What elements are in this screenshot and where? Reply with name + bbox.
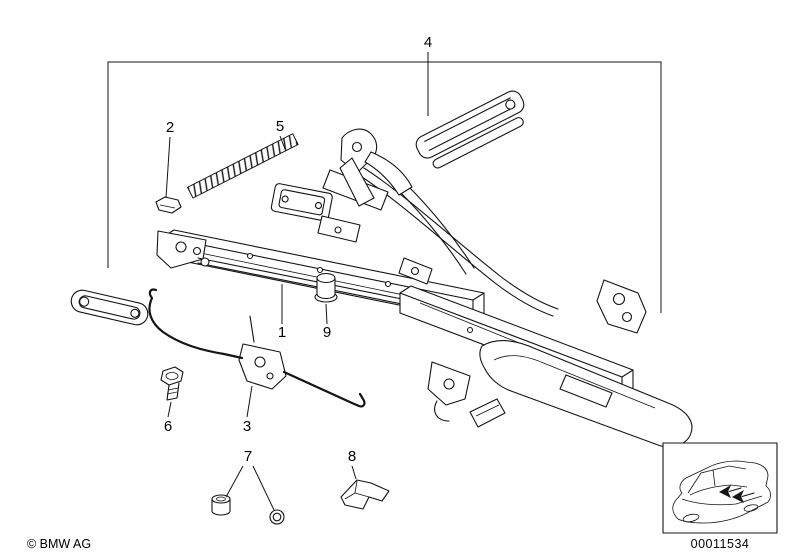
callout-1[interactable]: 1 [278, 324, 286, 341]
callout-leaders [165, 52, 429, 511]
spindle-rod [197, 257, 433, 311]
car-icon [672, 460, 771, 524]
rail-end-bracket [596, 279, 647, 334]
rod-bracket [238, 315, 287, 390]
bushing-part7 [211, 494, 231, 516]
callout-7[interactable]: 7 [244, 448, 252, 465]
callout-8[interactable]: 8 [348, 448, 356, 465]
foot-bracket [427, 361, 471, 422]
drawing-number: 00011534 [690, 537, 750, 551]
clip-part2 [155, 196, 182, 214]
clip-part8 [340, 479, 390, 510]
callout-5[interactable]: 5 [276, 118, 284, 135]
reference-bracket [107, 61, 662, 313]
side-trim-panel [469, 340, 693, 448]
callout-2[interactable]: 2 [166, 119, 174, 136]
bolt-part6 [160, 366, 184, 401]
part4-left-rail-section [70, 289, 149, 326]
callout-9[interactable]: 9 [323, 324, 331, 341]
callout-4[interactable]: 4 [424, 34, 432, 51]
spacer-part9 [314, 272, 338, 303]
part4-upper-rail-section [415, 90, 525, 169]
actuation-rod-part3 [148, 288, 366, 408]
callout-3[interactable]: 3 [243, 418, 251, 435]
tension-spring-part5 [186, 133, 299, 199]
oring-part7 [269, 509, 285, 525]
vehicle-thumbnail [662, 442, 778, 534]
seat-direction-arrows-icon [719, 485, 755, 503]
rail-front-bracket [156, 230, 207, 269]
callout-6[interactable]: 6 [164, 418, 172, 435]
copyright-notice: © BMW AG [27, 537, 92, 551]
adjuster-mechanism [270, 128, 413, 243]
